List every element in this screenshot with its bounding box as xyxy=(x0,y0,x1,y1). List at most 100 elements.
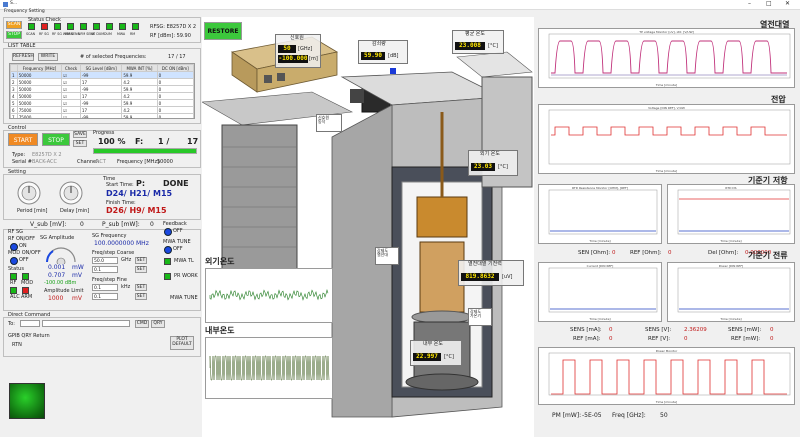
rf-panel-group xyxy=(3,229,201,311)
fine-value-input[interactable]: 0.1 xyxy=(92,284,118,291)
plot-frame: RTD Resistance Monitor [OHM], [REF]Time … xyxy=(548,186,658,243)
amplitude-knob[interactable] xyxy=(44,242,78,264)
coarse-unit: GHz xyxy=(121,257,132,263)
plot-default-button[interactable]: PLOT DEFAULT xyxy=(170,336,194,350)
amp-limit-value[interactable]: 1000 xyxy=(48,295,64,302)
control-stop-button[interactable]: STOP xyxy=(42,133,70,146)
table-header: Check xyxy=(61,64,81,72)
plot-frame: Current [DIN REF]Time [minute] xyxy=(548,264,658,321)
to-select[interactable] xyxy=(20,320,40,327)
command-input[interactable] xyxy=(42,320,130,327)
freq-ghz-value: 50 xyxy=(660,412,668,419)
attenuator-marker xyxy=(390,68,396,74)
progress-track xyxy=(93,148,197,154)
table-cell: ☑ xyxy=(61,99,81,107)
table-header: SG Level [dBm] xyxy=(79,64,123,72)
mwa-tune-button[interactable]: MWA TUNE xyxy=(170,295,198,301)
cmd-button[interactable]: CMD xyxy=(135,320,149,328)
status-check-group xyxy=(3,17,201,43)
f-total: 17 xyxy=(187,137,199,146)
rf-on-indicator[interactable] xyxy=(10,243,18,251)
coarse-value-input[interactable]: 50.0 xyxy=(92,257,118,264)
frequency-label: Frequency [MHz]: xyxy=(117,159,161,165)
coarse-step-select[interactable]: 0.1 xyxy=(92,266,118,273)
delay-dial[interactable] xyxy=(56,177,86,207)
period-label: Period [min] xyxy=(17,208,48,214)
amp-value-mv: 0.707 xyxy=(48,272,66,279)
period-dial[interactable] xyxy=(14,177,44,207)
rfsg-title: RF SG xyxy=(8,229,23,235)
refresh-button[interactable]: REFRESH xyxy=(12,53,34,61)
signal-gen-power: -100.000 xyxy=(278,55,308,63)
sen-ohm-label: SEN [Ohm]: xyxy=(578,250,611,256)
save-button[interactable]: SAVE xyxy=(73,131,87,138)
current-plot-b: Power [DIN REF]Time [minute] xyxy=(667,262,795,322)
direct-command-group xyxy=(3,317,201,357)
rack-illustration xyxy=(202,91,354,276)
table-cell: 5 xyxy=(10,99,18,107)
coarse-step-set-button[interactable]: SET xyxy=(135,266,147,273)
freq-coarse-label: Freq/step Coarse xyxy=(92,250,135,256)
fine-set-button[interactable]: SET xyxy=(135,284,147,291)
stop-button[interactable]: STOP xyxy=(6,31,22,39)
scan-button[interactable]: SCAN xyxy=(6,21,22,29)
ref-resistance-title: 기준기 저항 xyxy=(748,176,788,185)
status-led-mwa xyxy=(119,23,126,30)
gpib-return-label: GPIB QRY Return xyxy=(8,333,50,339)
status-led-dum xyxy=(106,23,113,30)
table-cell: -99 xyxy=(79,85,123,93)
status-led-label: PM SENS xyxy=(65,32,80,36)
status-led-rf-sg-warn xyxy=(54,23,61,30)
inner-temp-plot-svg xyxy=(209,355,330,381)
outer-temp-plot-svg xyxy=(209,289,329,301)
feedback-indicator[interactable] xyxy=(164,228,172,236)
coarse-set-button[interactable]: SET xyxy=(135,257,147,264)
sens-mw-value: 0 xyxy=(770,327,774,333)
table-cell: ☑ xyxy=(61,113,81,118)
finish-time-label: Finish Time: xyxy=(106,200,136,206)
menu-frequency-setting[interactable]: Frequency Setting xyxy=(4,9,45,14)
table-cell: ☑ xyxy=(61,85,81,93)
sens-v-label: SENS [V]: xyxy=(645,327,672,333)
qry-button[interactable]: QRY xyxy=(151,320,165,328)
set-button[interactable]: SET xyxy=(73,140,87,147)
sg-frequency-value: 100.0000000 xyxy=(94,240,135,247)
label-b-box xyxy=(468,308,492,326)
type-value: E8257D X 2 xyxy=(32,152,62,158)
setting-title: Setting xyxy=(8,169,26,175)
write-button[interactable]: WRITE xyxy=(38,53,58,61)
svg-text:Power [DIN REF]: Power [DIN REF] xyxy=(719,264,743,268)
time-label: Time xyxy=(103,176,116,182)
start-button[interactable]: START xyxy=(8,133,38,146)
channel-value[interactable]: ACT xyxy=(96,159,106,165)
mod-off-indicator[interactable] xyxy=(10,257,18,265)
maximize-button[interactable]: □ xyxy=(766,0,772,7)
close-button[interactable]: ✕ xyxy=(785,0,791,7)
thermopile-plot: TP voltage Monitor [uV], id0: [V/UW]Time… xyxy=(538,28,795,88)
fine-step-select[interactable]: 0.1 xyxy=(92,293,118,300)
table-cell: 50000 xyxy=(16,78,63,86)
done-label: DONE xyxy=(163,179,189,188)
restore-button[interactable]: RESTORE xyxy=(204,22,242,40)
minimize-button[interactable]: – xyxy=(748,0,751,7)
mwa-tune-indicator[interactable] xyxy=(164,246,172,254)
sens-ma-value: 0 xyxy=(609,327,613,333)
table-cell: 4 xyxy=(10,92,18,100)
plot-trace xyxy=(551,126,787,136)
plot-trace xyxy=(551,359,787,395)
table-cell: -99 xyxy=(79,99,123,107)
mod-status-led xyxy=(22,273,29,280)
table-cell: 4.2 xyxy=(121,92,158,100)
fine-step-set-button[interactable]: SET xyxy=(135,293,147,300)
